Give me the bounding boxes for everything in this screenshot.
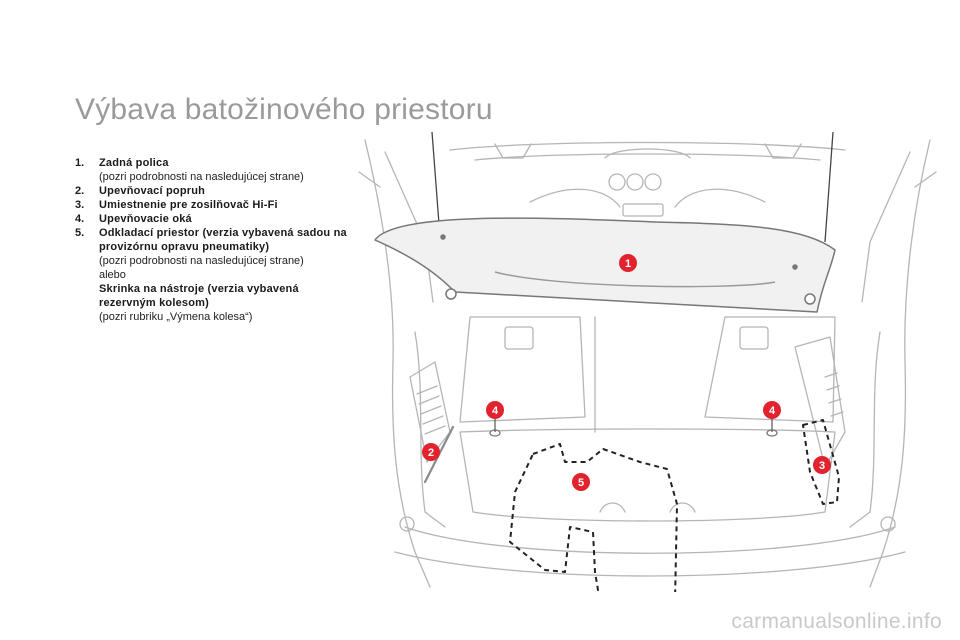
anchorage-ring — [489, 429, 778, 437]
legend-item-note: (pozri podrobnosti na nasledujúcej stran… — [99, 255, 304, 267]
legend-number: 5. — [75, 227, 85, 239]
body-outline — [861, 151, 911, 303]
window-frame — [449, 141, 846, 151]
callout-label: 2 — [428, 447, 434, 459]
legend-number: 4. — [75, 213, 85, 225]
legend-item-1: 1. Zadná polica (pozri podrobnosti na na… — [75, 156, 355, 184]
callout-label: 4 — [769, 405, 776, 417]
headrest — [764, 143, 802, 159]
legend-item-note-alt: (pozri rubriku „Výmena kolesa“) — [99, 311, 253, 323]
body-outline — [869, 139, 931, 588]
storage-area-outline — [509, 443, 678, 592]
legend-item-label: Umiestnenie pre zosilňovač Hi-Fi — [99, 199, 278, 211]
callout-markers: 1 2 3 4 4 5 — [422, 254, 831, 491]
legend-item-or: alebo — [99, 269, 126, 281]
hifi-amplifier-location — [802, 419, 840, 505]
callout-label: 5 — [578, 477, 584, 489]
callout-5: 5 — [572, 473, 590, 491]
page-title: Výbava batožinového priestoru — [75, 93, 493, 126]
legend-item-label: Odkladací priestor (verzia vybavená sado… — [99, 227, 347, 253]
watermark: carmanualsonline.info — [731, 610, 942, 633]
legend-item-5: 5. Odkladací priestor (verzia vybavená s… — [75, 226, 355, 324]
legend-item-label-alt: Skrinka na nástroje (verzia vybavená rez… — [99, 283, 299, 309]
legend-number: 1. — [75, 157, 85, 169]
callout-label: 3 — [819, 460, 825, 472]
legend-item-3: 3. Umiestnenie pre zosilňovač Hi-Fi — [75, 198, 355, 212]
legend-number: 3. — [75, 199, 85, 211]
legend-item-label: Upevňovací popruh — [99, 185, 206, 197]
load-floor — [459, 428, 836, 522]
legend-item-label: Upevňovacie oká — [99, 213, 192, 225]
headrest — [494, 143, 532, 159]
callout-1: 1 — [619, 254, 637, 272]
parcel-shelf — [374, 132, 836, 313]
legend-item-note: (pozri podrobnosti na nasledujúcej stran… — [99, 171, 304, 183]
body-outline — [364, 139, 431, 588]
legend-item-2: 2. Upevňovací popruh — [75, 184, 355, 198]
callout-4a: 4 — [486, 401, 504, 432]
callout-2: 2 — [422, 443, 440, 461]
legend-list: 1. Zadná polica (pozri podrobnosti na na… — [75, 156, 355, 324]
callout-3: 3 — [813, 456, 831, 474]
trunk-illustration: 1 2 3 4 4 5 — [358, 132, 937, 592]
callout-4b: 4 — [763, 401, 781, 432]
callout-label: 4 — [492, 405, 499, 417]
legend-item-label: Zadná polica — [99, 157, 169, 169]
headrest — [604, 148, 691, 159]
legend-number: 2. — [75, 185, 85, 197]
callout-label: 1 — [625, 258, 631, 270]
legend-item-4: 4. Upevňovacie oká — [75, 212, 355, 226]
